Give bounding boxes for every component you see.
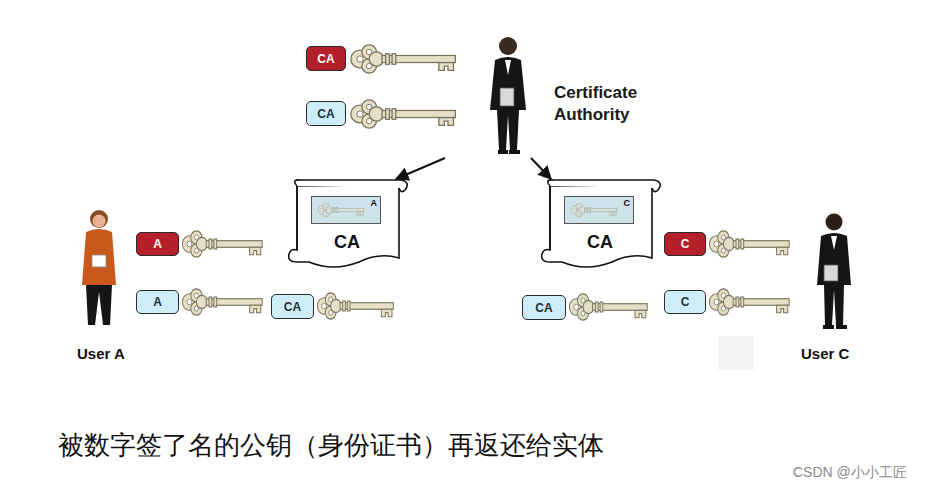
key-icon bbox=[569, 294, 647, 320]
tag-label: C bbox=[681, 237, 690, 251]
tag-label: CA bbox=[317, 107, 334, 121]
key-icon bbox=[709, 231, 789, 257]
certificate-label: CA bbox=[283, 232, 411, 253]
faded-key bbox=[565, 197, 633, 223]
person-figure bbox=[82, 210, 116, 325]
tag-label: A bbox=[153, 295, 162, 309]
tag-label: CA bbox=[284, 300, 301, 314]
key-tag: CA bbox=[306, 46, 346, 71]
key-icon bbox=[182, 289, 262, 315]
authority-label: Certificate Authority bbox=[554, 82, 654, 126]
blur-patch bbox=[718, 336, 754, 370]
user-label: User C bbox=[801, 345, 849, 362]
user-label: User A bbox=[77, 345, 125, 362]
key-icon bbox=[709, 289, 789, 315]
key-icon bbox=[317, 293, 393, 319]
key-icon bbox=[351, 100, 456, 128]
signed-key-box: C bbox=[564, 196, 634, 224]
tag-label: A bbox=[153, 237, 162, 251]
key-tag: C bbox=[664, 290, 706, 314]
authority-node: Certificate Authority bbox=[440, 34, 536, 158]
tag-label: C bbox=[681, 295, 690, 309]
key-tag: A bbox=[136, 232, 179, 256]
caption: 被数字签了名的公钥（身份证书）再返还给实体 bbox=[58, 428, 604, 463]
person-figure bbox=[817, 214, 851, 330]
certificate-scroll: CA A bbox=[283, 178, 411, 274]
owner-letter: A bbox=[371, 198, 378, 208]
certificate-label: CA bbox=[536, 232, 664, 253]
issue-arrow bbox=[396, 158, 445, 179]
key-tag: CA bbox=[271, 294, 314, 319]
issue-arrow bbox=[531, 158, 551, 179]
key-tag: C bbox=[664, 232, 706, 256]
person-figure bbox=[490, 37, 526, 154]
scroll-outline bbox=[536, 178, 664, 274]
key-icon bbox=[182, 231, 262, 257]
owner-letter: C bbox=[624, 198, 631, 208]
signed-key-box: A bbox=[311, 196, 381, 224]
watermark: CSDN @小小工匠 bbox=[793, 464, 907, 482]
tag-label: CA bbox=[317, 52, 334, 66]
key-tag: A bbox=[136, 290, 179, 314]
certificate-scroll: CA C bbox=[536, 178, 664, 274]
tag-label: CA bbox=[535, 301, 552, 315]
scroll-outline bbox=[283, 178, 411, 274]
key-icon bbox=[351, 45, 456, 73]
key-tag: CA bbox=[522, 295, 566, 320]
faded-key bbox=[312, 197, 380, 223]
key-tag: CA bbox=[306, 101, 346, 126]
